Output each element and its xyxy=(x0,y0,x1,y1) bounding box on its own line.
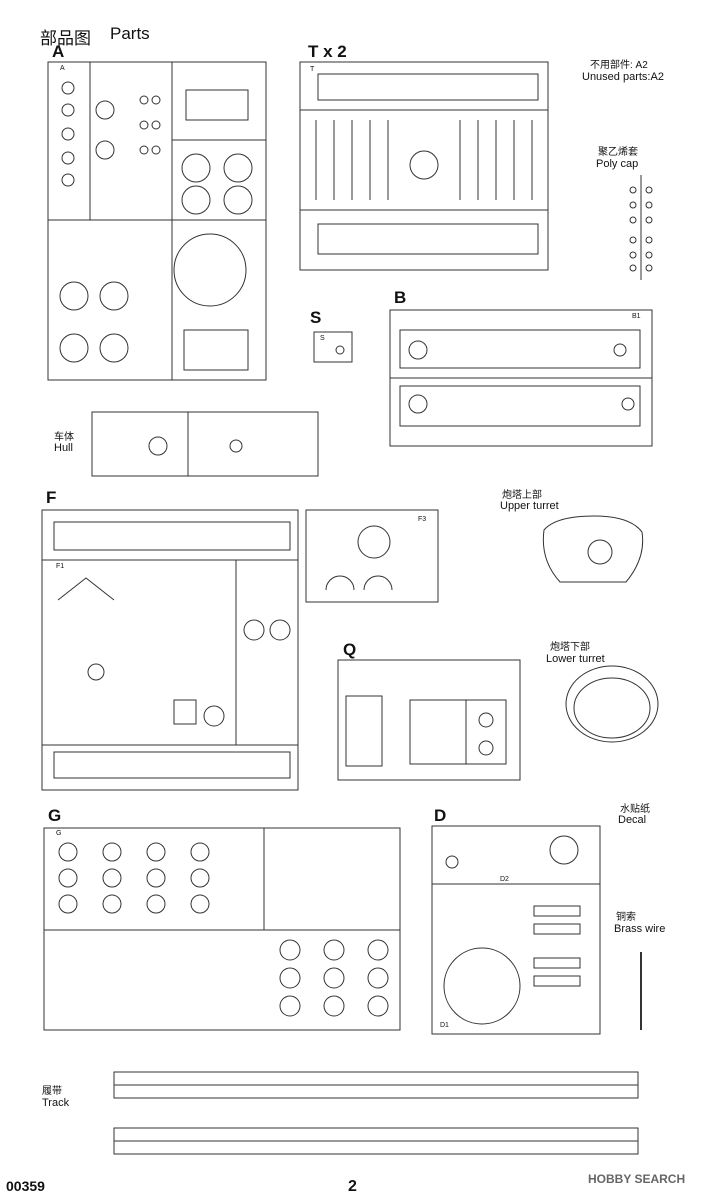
page-number: 2 xyxy=(348,1178,357,1195)
upper-turret-cn: 炮塔上部 xyxy=(502,490,542,501)
sprue-s-frame xyxy=(313,331,353,363)
track-en: Track xyxy=(42,1097,70,1109)
brass-wire-en: Brass wire xyxy=(614,923,666,935)
sprue-b-frame xyxy=(389,309,653,447)
sprue-t-letter: T x 2 xyxy=(308,42,347,61)
sprue-s-letter: S xyxy=(310,308,322,327)
sprue-f3-tag: F3 xyxy=(418,516,427,523)
sprue-d-frame xyxy=(431,825,601,1035)
upper-turret-en: Upper turret xyxy=(500,500,559,512)
sprue-s-tag: S xyxy=(320,335,325,342)
sprue-d2-tag: D2 xyxy=(500,876,509,883)
sprue-a-tag: A xyxy=(60,65,65,72)
hull-cn: 车体 xyxy=(54,432,74,443)
sprue-a-frame xyxy=(47,61,267,381)
sprue-b-letter: B xyxy=(394,288,407,307)
watermark-text: HOBBY SEARCH xyxy=(588,1172,686,1186)
sprue-d1-tag: D1 xyxy=(440,1022,449,1029)
track-cn: 履带 xyxy=(42,1086,62,1097)
sprue-q-frame xyxy=(337,659,521,781)
page-title-en: Parts xyxy=(110,24,150,43)
sprue-g-letter: G xyxy=(48,806,62,825)
decal-en: Decal xyxy=(618,814,647,826)
sprue-f1-tag: F1 xyxy=(56,563,65,570)
hull-drawing xyxy=(91,411,319,477)
sprue-q-letter: Q xyxy=(343,640,357,659)
sprue-t-frame xyxy=(299,61,549,271)
upper-turret-drawing xyxy=(542,515,644,583)
lower-turret-cn: 炮塔下部 xyxy=(550,642,590,653)
sprue-f-letter: F xyxy=(46,488,57,507)
unused-parts-en: Unused parts:A2 xyxy=(582,71,664,83)
sprue-f-frame xyxy=(41,509,439,791)
polycap-cn: 聚乙烯套 xyxy=(598,147,638,158)
page-title-cn: 部品图 xyxy=(40,29,91,48)
sprue-a-letter: A xyxy=(52,42,65,61)
unused-parts-cn: 不用部件: A2 xyxy=(590,60,648,71)
decal-cn: 水贴纸 xyxy=(620,804,650,815)
poly-cap-drawing xyxy=(629,175,653,280)
lower-turret-drawing xyxy=(565,665,659,743)
hull-en: Hull xyxy=(54,442,73,454)
sprue-b-tag: B1 xyxy=(632,313,641,320)
sprue-t-tag: T xyxy=(310,66,315,73)
brass-wire-cn: 铜索 xyxy=(616,912,636,923)
track-drawing xyxy=(113,1071,639,1155)
sprue-g-frame xyxy=(43,827,401,1031)
sprue-g-tag: G xyxy=(56,830,62,837)
polycap-en: Poly cap xyxy=(596,158,639,170)
lower-turret-en: Lower turret xyxy=(546,653,605,665)
sprue-d-letter: D xyxy=(434,806,447,825)
product-code: 00359 xyxy=(6,1178,45,1194)
